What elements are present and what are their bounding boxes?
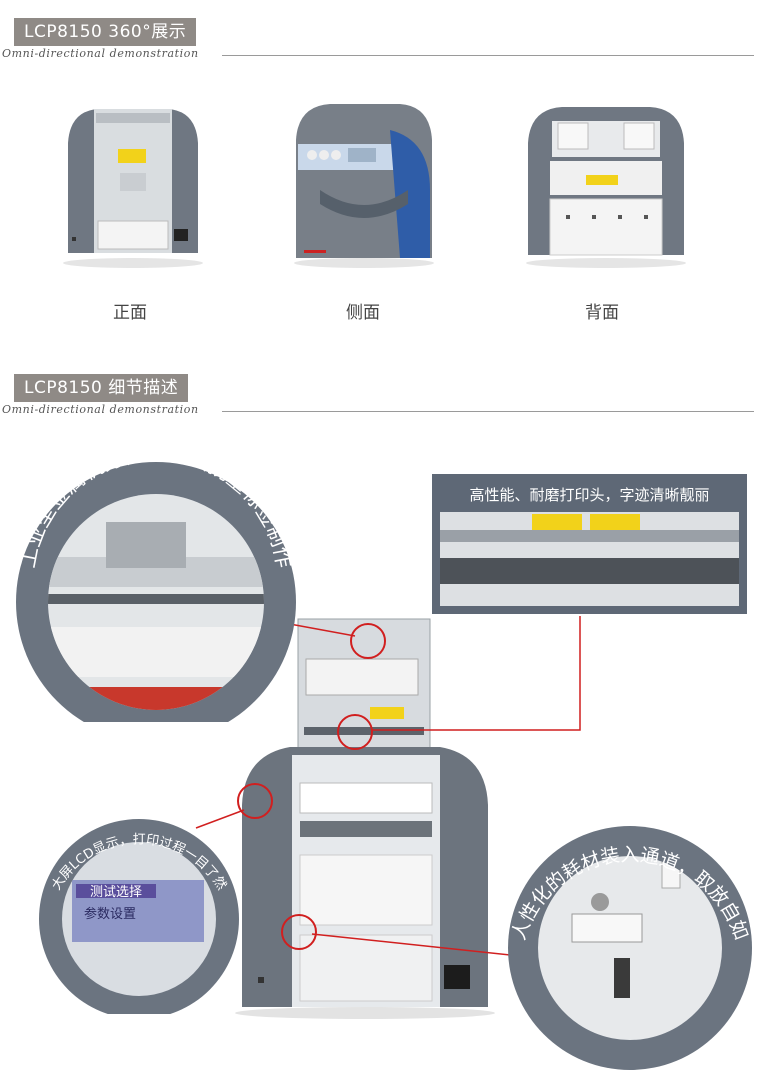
- divider-line: [222, 55, 754, 56]
- lcd-line-1: 测试选择: [90, 885, 142, 900]
- print-head-closeup-image: [440, 512, 739, 606]
- divider-line: [222, 411, 754, 412]
- section-subtitle: Omni-directional demonstration: [2, 47, 199, 60]
- callout-metal-body: 工业型金属机身，适合大批量标签制作: [16, 452, 296, 722]
- printer-back-view-image: [526, 107, 686, 268]
- printer-side-view-image: [294, 104, 434, 268]
- view-label-front: 正面: [113, 303, 147, 323]
- view-label-side: 侧面: [346, 303, 380, 323]
- section-header-360: LCP8150 360°展示 Omni-directional demonstr…: [0, 18, 760, 78]
- section-title: LCP8150 细节描述: [14, 374, 189, 402]
- lcd-line-2: 参数设置: [84, 906, 136, 922]
- callout-consumables: 人性化的耗材装入通道，取放自如: [508, 826, 752, 1070]
- callout-print-head: 高性能、耐磨打印头，字迹清晰靓丽: [432, 474, 747, 614]
- section-subtitle: Omni-directional demonstration: [2, 403, 199, 416]
- printer-open-detail-image: [235, 618, 495, 1019]
- callout-print-head-text: 高性能、耐磨打印头，字迹清晰靓丽: [469, 486, 710, 504]
- section-header-details: LCP8150 细节描述 Omni-directional demonstrat…: [0, 374, 760, 434]
- view-label-back: 背面: [585, 303, 619, 323]
- callout-lcd: 测试选择 参数设置 大屏LCD显示，打印过程一目了然: [39, 819, 239, 1014]
- printer-front-view-image: [63, 109, 203, 268]
- section-title: LCP8150 360°展示: [14, 18, 197, 46]
